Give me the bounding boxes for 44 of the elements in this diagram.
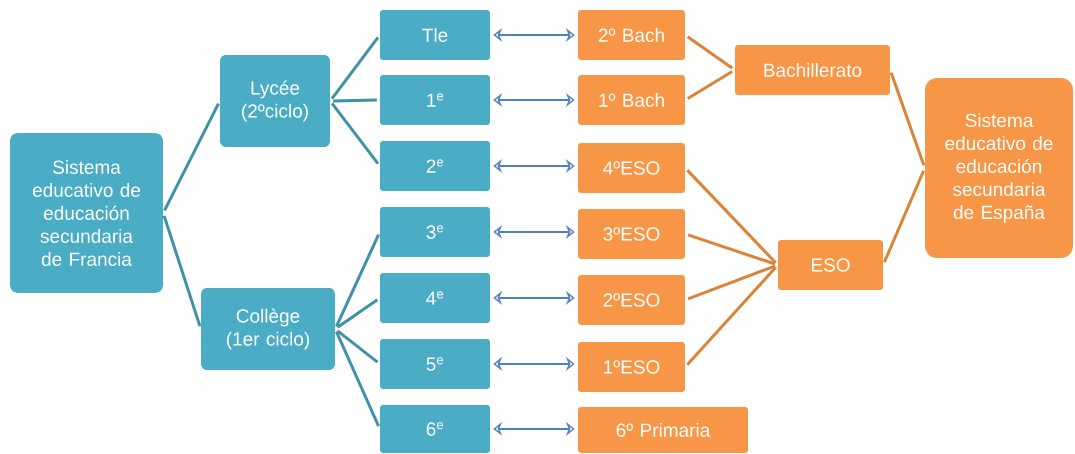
grade-box: 6$^{e}$: [380, 405, 490, 453]
connector-line: [162, 215, 202, 327]
connector-line: [330, 36, 380, 100]
grade-box: 3ºESO: [578, 209, 685, 259]
connector-line: [336, 298, 379, 329]
connector-line: [687, 70, 733, 100]
connector-line: [687, 264, 776, 301]
connector-line: [686, 169, 777, 264]
cycle-box: Lycée (2ºciclo): [220, 55, 330, 147]
grade-box: 2º Bach: [578, 10, 685, 60]
grade-box: 5$^{e}$: [380, 339, 490, 389]
connector-line: [883, 170, 925, 263]
double-arrow: [493, 290, 575, 306]
grade-box: 1º Bach: [578, 75, 685, 125]
double-arrow: [493, 92, 575, 108]
grade-box: 6º Primaria: [578, 407, 748, 453]
grade-box: 2ºESO: [578, 275, 685, 325]
system-box: Sistema educativo de educación secundaria de Francia: [10, 133, 163, 293]
cycle-box: Collège (1er ciclo): [201, 288, 335, 370]
system-box: Sistema educativo de educación secundaria de España: [925, 78, 1073, 258]
grade-box: 1ºESO: [578, 342, 685, 392]
connector-line: [330, 102, 380, 165]
connector-line: [335, 331, 380, 427]
connector-line: [889, 72, 926, 166]
grade-box: Tle: [380, 10, 490, 60]
grade-box: 2$^{e}$: [380, 141, 490, 191]
connector-line: [335, 234, 380, 327]
connector-line: [687, 233, 776, 266]
double-arrow: [493, 421, 575, 437]
grade-box: 4$^{e}$: [380, 273, 490, 323]
double-arrow: [493, 158, 575, 174]
connector-line: [163, 103, 220, 211]
double-arrow: [493, 224, 575, 240]
grade-box: 3$^{e}$: [380, 207, 490, 257]
stage-box: Bachillerato: [735, 45, 890, 95]
double-arrow: [493, 27, 575, 43]
double-arrow: [493, 356, 575, 372]
connector-line: [686, 35, 734, 70]
connector-line: [686, 266, 777, 366]
connector-line: [333, 98, 377, 103]
grade-box: 4ºESO: [578, 143, 685, 193]
grade-box: 1$^{e}$: [380, 75, 490, 125]
stage-box: ESO: [778, 240, 883, 290]
connector-line: [336, 329, 379, 364]
